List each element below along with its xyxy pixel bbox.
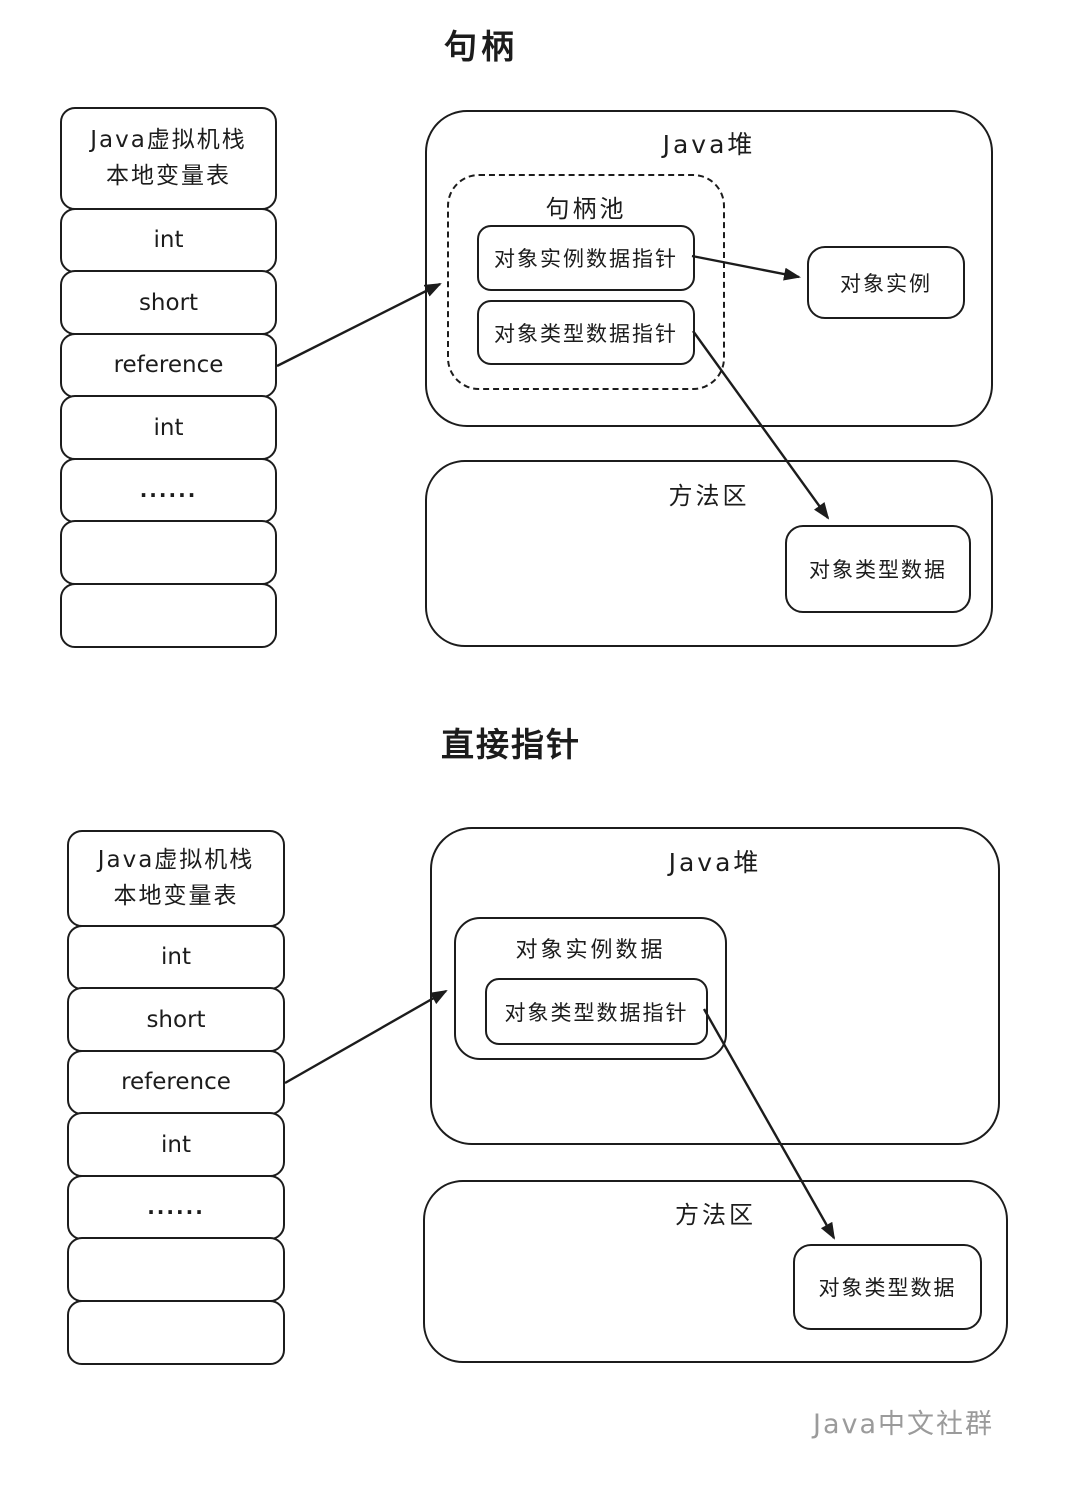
arrow-reference-to-handle-pool — [276, 282, 442, 368]
stack-row-ellipsis: ...... — [67, 1174, 285, 1240]
type-data-pointer-box: 对象类型数据指针 — [477, 300, 695, 365]
handle-pool-box: 句柄池 对象实例数据指针 对象类型数据指针 — [447, 174, 725, 390]
object-instance-data-box: 对象实例数据 对象类型数据指针 — [454, 917, 727, 1060]
object-instance-data-label: 对象实例数据 — [515, 938, 666, 963]
stack-row-empty-2 — [67, 1299, 285, 1365]
stack-row-reference: reference — [60, 332, 277, 398]
method-area-label: 方法区 — [675, 1201, 756, 1229]
stack-row-empty-2 — [60, 582, 277, 648]
stack-row-empty-1 — [60, 520, 277, 585]
stack-row-reference: reference — [67, 1049, 285, 1115]
instance-data-pointer-box: 对象实例数据指针 — [477, 225, 695, 291]
type-data-pointer-box: 对象类型数据指针 — [485, 978, 708, 1045]
method-area-label: 方法区 — [668, 482, 750, 510]
stack-row-int-2: int — [60, 395, 277, 460]
java-heap-box-direct: Java堆 对象实例数据 对象类型数据指针 — [430, 827, 1000, 1145]
jvm-stack-handle: Java虚拟机栈 本地变量表 int short reference int .… — [60, 107, 277, 648]
stack-row-empty-1 — [67, 1237, 285, 1302]
stack-header-line2: 本地变量表 — [113, 882, 239, 909]
stack-row-ellipsis: ...... — [60, 457, 277, 523]
method-area-box-direct: 方法区 对象类型数据 — [423, 1180, 1008, 1363]
stack-row-int-1: int — [60, 207, 277, 273]
java-heap-label: Java堆 — [662, 130, 756, 159]
object-instance-box: 对象实例 — [807, 246, 965, 319]
java-heap-box-handle: Java堆 句柄池 对象实例数据指针 对象类型数据指针 对象实例 — [425, 110, 993, 427]
arrow-reference-to-object-instance-data — [284, 989, 448, 1085]
section-title-handle: 句柄 — [444, 27, 518, 66]
section-title-direct-pointer: 直接指针 — [441, 725, 581, 764]
stack-row-int-2: int — [67, 1112, 285, 1177]
method-area-box-handle: 方法区 对象类型数据 — [425, 460, 993, 647]
watermark: Java中文社群 — [813, 1409, 995, 1440]
stack-header: Java虚拟机栈 本地变量表 — [60, 107, 277, 210]
stack-row-int-1: int — [67, 924, 285, 990]
stack-row-short: short — [60, 270, 277, 335]
object-type-data-box: 对象类型数据 — [793, 1244, 982, 1330]
java-heap-label: Java堆 — [668, 848, 762, 877]
stack-header-line1: Java虚拟机栈 — [90, 126, 247, 153]
handle-pool-label: 句柄池 — [545, 195, 627, 223]
stack-row-short: short — [67, 987, 285, 1052]
stack-header-line2: 本地变量表 — [106, 162, 231, 189]
stack-header: Java虚拟机栈 本地变量表 — [67, 830, 285, 927]
object-type-data-box: 对象类型数据 — [785, 525, 971, 613]
jvm-stack-direct-pointer: Java虚拟机栈 本地变量表 int short reference int .… — [67, 830, 285, 1365]
stack-header-line1: Java虚拟机栈 — [97, 846, 255, 873]
